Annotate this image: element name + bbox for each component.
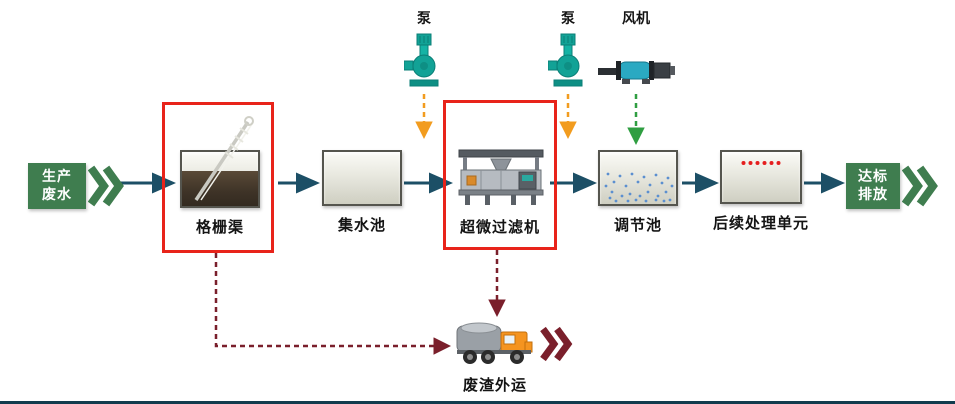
waste-chevrons-icon	[540, 326, 573, 362]
waste-truck-icon	[456, 322, 533, 364]
source-line1: 生产	[42, 168, 72, 185]
continuation-dots	[741, 161, 781, 165]
ultra-micro-filter-machine-icon	[458, 149, 544, 205]
outlet-flag: 达标 排放	[846, 163, 900, 209]
outlet-chevrons-icon	[902, 165, 938, 207]
collection-tank	[322, 150, 402, 206]
waste-transport-label: 废渣外运	[462, 376, 528, 394]
bottom-border	[0, 401, 955, 404]
regulation-tank-label: 调节池	[613, 216, 663, 234]
pump-2-label: 泵	[561, 11, 575, 27]
pump-1-icon	[404, 33, 439, 87]
post-treatment-unit-label: 后续处理单元	[712, 214, 810, 232]
blower-label: 风机	[622, 11, 650, 27]
pump-1-label: 泵	[417, 11, 431, 27]
source-chevrons-icon	[88, 165, 124, 207]
blower-icon	[598, 61, 675, 84]
grid-channel-label: 格栅渠	[195, 218, 245, 236]
collection-tank-label: 集水池	[337, 216, 387, 234]
grid-channel-tank	[180, 150, 260, 208]
source-flag: 生产 废水	[28, 163, 86, 209]
aeration-bubbles	[604, 172, 674, 203]
post-treatment-unit-box	[720, 150, 802, 204]
bar-screen-rake-icon	[194, 116, 254, 201]
pump-feed-arrows	[415, 94, 577, 139]
outlet-line2: 排放	[858, 187, 888, 203]
source-line2: 废水	[42, 187, 72, 203]
pump-2-icon	[548, 33, 583, 87]
sludge-fill	[182, 171, 258, 206]
outlet-line1: 达标	[858, 168, 888, 185]
regulation-tank	[598, 150, 678, 206]
waste-lines	[214, 250, 506, 355]
ultra-micro-filter-label: 超微过滤机	[459, 218, 541, 236]
